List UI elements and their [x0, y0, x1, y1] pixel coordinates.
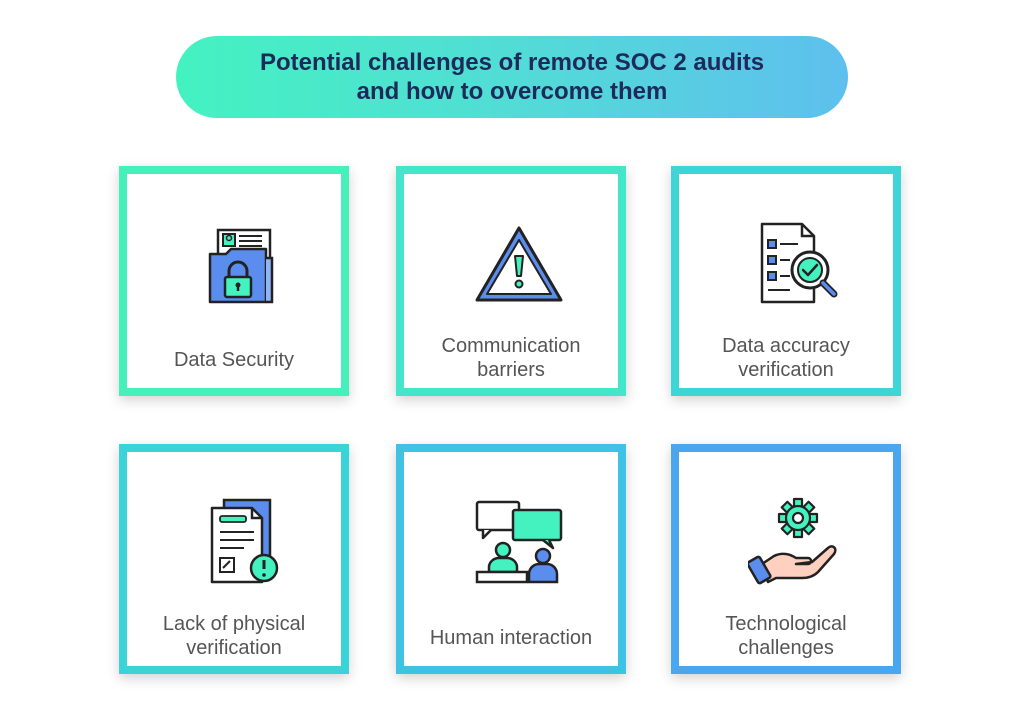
title-line-1: Potential challenges of remote SOC 2 aud… — [259, 49, 765, 76]
card-label: Data accuracy verification — [679, 334, 893, 382]
document-alert-icon — [210, 498, 279, 584]
folder-lock-icon — [208, 228, 274, 304]
hand-gear-icon — [748, 497, 837, 585]
title-line-2: and how to overcome them — [356, 78, 668, 105]
people-chat-icon — [475, 500, 563, 584]
card-data-security: Data Security — [119, 166, 349, 396]
card-label-line-1: Data Security — [173, 349, 295, 371]
title-banner: Potential challenges of remote SOC 2 aud… — [176, 36, 848, 118]
warning-triangle-icon — [475, 226, 563, 302]
card-label-line-1: Technological — [725, 613, 847, 635]
card-label-line-1: Communication — [441, 335, 581, 357]
card-label: Lack of physical verification — [127, 612, 341, 660]
card-label-line-1: Lack of physical — [162, 613, 306, 635]
card-label-line-1: Human interaction — [429, 627, 593, 649]
card-label: Communication barriers — [404, 334, 618, 382]
card-label: Data Security — [127, 348, 341, 372]
document-magnifier-check-icon — [760, 222, 838, 304]
card-lack-of-physical-verification: Lack of physical verification — [119, 444, 349, 674]
card-communication-barriers: Communication barriers — [396, 166, 626, 396]
card-label: Technological challenges — [679, 612, 893, 660]
card-label-line-2: verification — [738, 359, 834, 381]
card-label-line-1: Data accuracy — [722, 335, 850, 357]
card-technological-challenges: Technological challenges — [671, 444, 901, 674]
card-label: Human interaction — [404, 626, 618, 650]
card-label-line-2: barriers — [477, 359, 545, 381]
card-data-accuracy-verification: Data accuracy verification — [671, 166, 901, 396]
card-label-line-2: verification — [186, 637, 282, 659]
card-label-line-2: challenges — [738, 637, 834, 659]
card-human-interaction: Human interaction — [396, 444, 626, 674]
